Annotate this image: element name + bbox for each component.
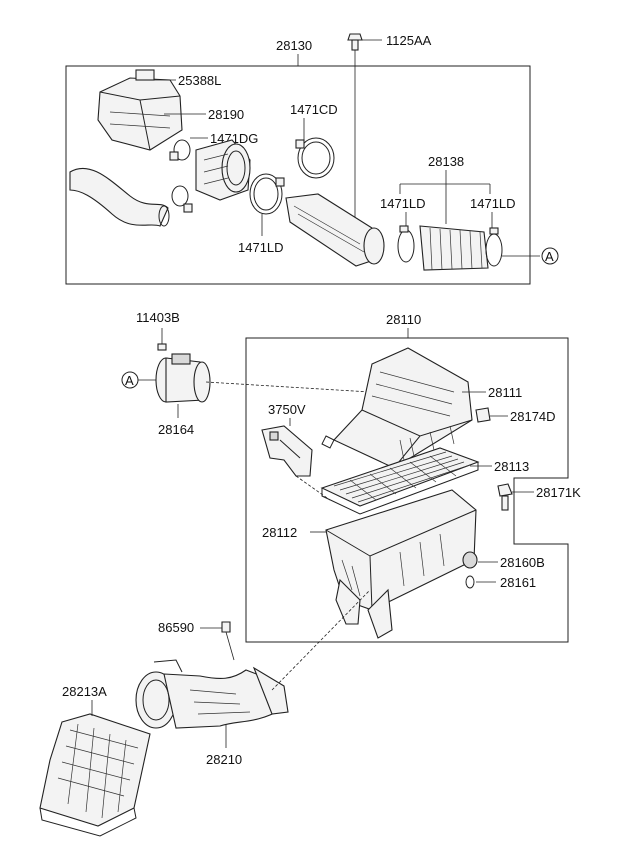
air-cleaner-cover-28111 xyxy=(321,347,473,469)
label-28110: 28110 xyxy=(386,312,421,327)
screw-11403B xyxy=(157,343,167,351)
bellows-hose-28138 xyxy=(397,225,503,271)
label-28164: 28164 xyxy=(158,422,194,437)
label-28161: 28161 xyxy=(500,575,536,590)
clip-28174D xyxy=(475,407,491,423)
clamp-1471CD xyxy=(295,137,335,179)
label-1471LD-c: 1471LD xyxy=(470,196,516,211)
label-1471LD-a: 1471LD xyxy=(238,240,284,255)
label-1471LD-b: 1471LD xyxy=(380,196,426,211)
bolt-1125AA xyxy=(347,33,382,235)
resonator-28190 xyxy=(97,69,183,151)
clip-86590 xyxy=(221,621,235,661)
label-25388L: 25388L xyxy=(178,73,221,88)
ref-A-mid: A xyxy=(125,373,134,388)
air-cleaner-body-28112 xyxy=(325,489,477,639)
label-28213A: 28213A xyxy=(62,684,107,699)
label-28171K: 28171K xyxy=(536,485,581,500)
label-28130: 28130 xyxy=(276,38,312,53)
filter-element-28113 xyxy=(320,447,480,515)
bolt-28171K xyxy=(497,483,513,511)
airflow-sensor-28164 xyxy=(155,353,211,403)
label-86590: 86590 xyxy=(158,620,194,635)
clamp-1471LD-left xyxy=(249,173,285,215)
collar-28161 xyxy=(465,575,475,589)
air-duct-long xyxy=(285,193,385,267)
label-11403B: 11403B xyxy=(136,310,180,325)
label-28190: 28190 xyxy=(208,107,244,122)
intake-duct-28210 xyxy=(135,659,289,729)
intake-hose xyxy=(69,167,170,227)
grommet-28160B xyxy=(462,551,478,569)
adapter-duct xyxy=(195,139,251,201)
label-28174D: 28174D xyxy=(510,409,556,424)
clamp-1471DG xyxy=(169,139,191,161)
small-clamp-lower xyxy=(171,185,193,213)
ref-circle-A-top xyxy=(541,247,559,265)
ref-A-top: A xyxy=(545,249,554,264)
label-1125AA: 1125AA xyxy=(386,33,432,48)
label-28112: 28112 xyxy=(262,525,297,540)
label-1471CD: 1471CD xyxy=(290,102,338,117)
label-3750V: 3750V xyxy=(268,402,306,417)
bracket-3750V xyxy=(261,425,313,477)
label-28160B: 28160B xyxy=(500,555,545,570)
label-28210: 28210 xyxy=(206,752,242,767)
air-guide-28213A xyxy=(39,713,151,837)
label-28113: 28113 xyxy=(494,459,529,474)
label-28138: 28138 xyxy=(428,154,464,169)
label-28111: 28111 xyxy=(488,385,522,400)
group-box-28110 xyxy=(245,337,569,643)
